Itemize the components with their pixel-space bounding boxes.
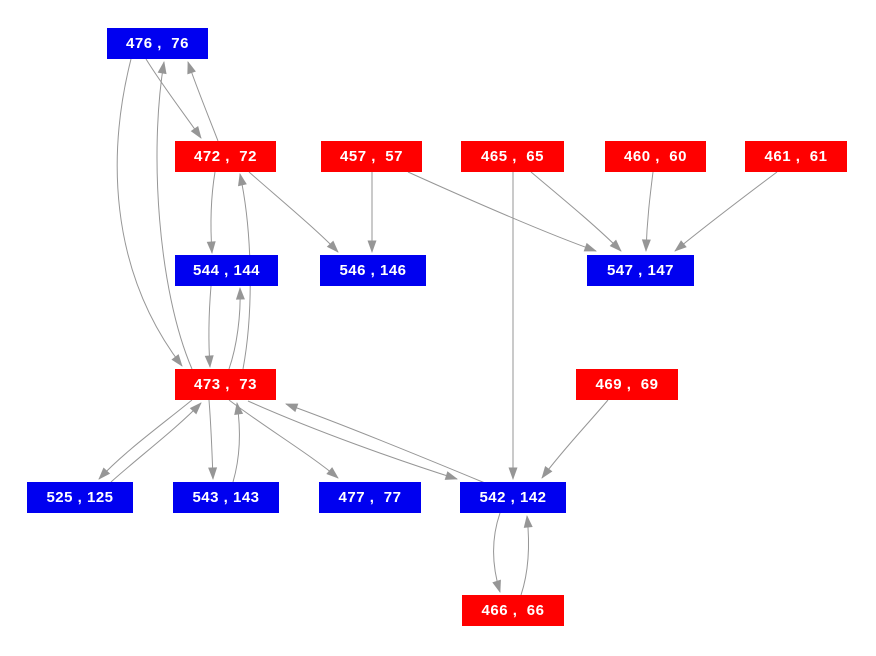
- node-546-146[interactable]: 546 , 146: [320, 255, 426, 286]
- edge-542_142-to-466_66: [492, 512, 501, 593]
- edge-473_73-to-525_125: [98, 399, 193, 480]
- node-label: 477 , 77: [338, 489, 402, 506]
- edge-542_142-to-473_73: [285, 403, 486, 484]
- node-label: 461 , 61: [764, 148, 828, 165]
- edges-group: [98, 58, 778, 596]
- edge-476_76-to-472_72: [145, 58, 202, 139]
- node-label: 473 , 73: [194, 376, 257, 393]
- node-543-143[interactable]: 543 , 143: [173, 482, 279, 513]
- node-label: 457 , 57: [340, 148, 403, 165]
- node-label: 466 , 66: [481, 602, 545, 619]
- node-547-147[interactable]: 547 , 147: [587, 255, 694, 286]
- node-477-77[interactable]: 477 , 77: [319, 482, 421, 513]
- node-466-66[interactable]: 466 , 66: [462, 595, 564, 626]
- node-472-72[interactable]: 472 , 72: [175, 141, 276, 172]
- node-473-73[interactable]: 473 , 73: [175, 369, 276, 400]
- edge-544_144-to-473_73: [204, 285, 214, 368]
- edge-457_57-to-547_147: [407, 171, 597, 252]
- edge-461_61-to-547_147: [674, 171, 778, 252]
- edge-543_143-to-473_73: [232, 402, 244, 483]
- node-label: 472 , 72: [194, 148, 257, 165]
- node-label: 465 , 65: [481, 148, 544, 165]
- node-label: 460 , 60: [624, 148, 687, 165]
- edge-466_66-to-542_142: [520, 515, 533, 596]
- edge-460_60-to-547_147: [641, 171, 654, 252]
- edge-472_72-to-546_146: [248, 171, 339, 253]
- node-542-142[interactable]: 542 , 142: [460, 482, 566, 513]
- node-label: 543 , 143: [192, 489, 260, 506]
- edge-469_69-to-542_142: [541, 399, 609, 479]
- node-525-125[interactable]: 525 , 125: [27, 482, 133, 513]
- edge-472_72-to-544_144: [206, 171, 216, 254]
- node-label: 525 , 125: [46, 489, 114, 506]
- edge-476_76-to-473_73: [116, 58, 183, 367]
- edge-472_72-to-476_76: [187, 61, 219, 142]
- edge-473_73-to-543_143: [208, 399, 218, 480]
- node-label: 546 , 146: [339, 262, 407, 279]
- node-label: 542 , 142: [479, 489, 547, 506]
- node-461-61[interactable]: 461 , 61: [745, 141, 847, 172]
- node-label: 469 , 69: [595, 376, 659, 393]
- node-457-57[interactable]: 457 , 57: [321, 141, 422, 172]
- node-465-65[interactable]: 465 , 65: [461, 141, 564, 172]
- node-469-69[interactable]: 469 , 69: [576, 369, 678, 400]
- node-544-144[interactable]: 544 , 144: [175, 255, 278, 286]
- node-label: 547 , 147: [606, 262, 675, 279]
- edge-473_73-to-477_77: [228, 399, 339, 479]
- edge-473_73-to-476_76: [156, 61, 193, 370]
- edge-473_73-to-544_144: [228, 287, 245, 370]
- edge-525_125-to-473_73: [110, 402, 202, 483]
- node-label: 476 , 76: [126, 35, 189, 52]
- node-476-76[interactable]: 476 , 76: [107, 28, 208, 59]
- node-label: 544 , 144: [192, 262, 261, 279]
- edge-465_65-to-547_147: [530, 171, 622, 252]
- node-460-60[interactable]: 460 , 60: [605, 141, 706, 172]
- edge-473_73-to-542_142: [247, 400, 458, 480]
